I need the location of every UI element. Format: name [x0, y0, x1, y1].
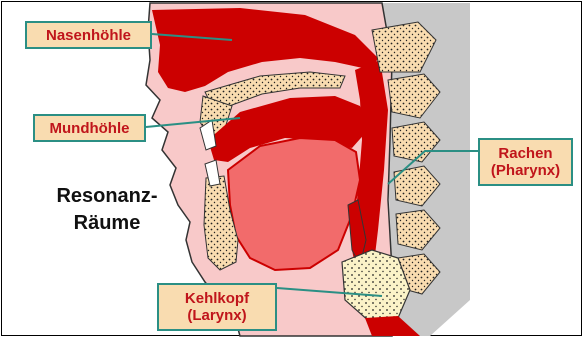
- label-kehlkopf: Kehlkopf (Larynx): [157, 283, 277, 331]
- label-kehlkopf-text: Kehlkopf (Larynx): [185, 290, 249, 324]
- resonance-caption: Resonanz- Räume: [42, 183, 172, 237]
- label-mundhoehle-text: Mundhöhle: [50, 120, 130, 137]
- label-nasenhoehle: Nasenhöhle: [25, 21, 152, 49]
- label-rachen-text: Rachen (Pharynx): [491, 145, 560, 179]
- label-mundhoehle: Mundhöhle: [33, 114, 146, 142]
- label-nasenhoehle-text: Nasenhöhle: [46, 27, 131, 44]
- label-rachen: Rachen (Pharynx): [478, 138, 573, 186]
